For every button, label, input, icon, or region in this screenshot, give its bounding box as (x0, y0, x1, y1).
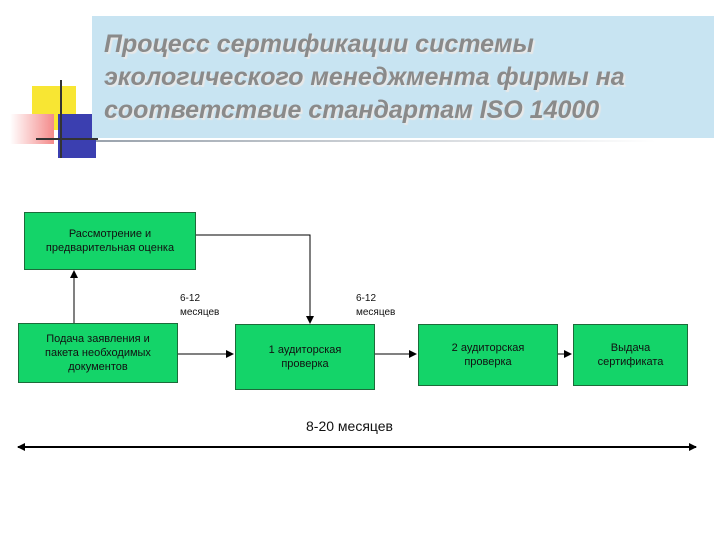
total-duration-label: 8-20 месяцев (306, 418, 393, 434)
duration-label-1: 6-12 месяцев (180, 292, 219, 320)
step-audit1-box: 1 аудиторская проверка (235, 324, 375, 390)
audit1-line-1: 1 аудиторская (268, 344, 342, 356)
duration-2-unit: месяцев (356, 307, 396, 318)
title-background (92, 16, 714, 138)
issue-line-2: сертификата (597, 356, 664, 368)
apply-line-1: Подача заявления и (46, 333, 150, 345)
slide-title: Процесс сертификации системы экологическ… (104, 28, 704, 127)
duration-1-unit: месяцев (180, 307, 220, 318)
duration-2-range: 6-12 (356, 293, 377, 304)
title-line-1: Процесс сертификации системы (104, 30, 534, 58)
apply-line-2: пакета необходимых (45, 347, 151, 359)
decor-horizontal-line (36, 138, 98, 140)
decor-vertical-line (60, 80, 62, 158)
title-line-3: соответствие стандартам ISO 14000 (104, 96, 600, 124)
apply-line-3: документов (68, 361, 128, 373)
audit1-line-2: проверка (281, 358, 329, 370)
audit2-line-2: проверка (464, 356, 512, 368)
step-apply-box: Подача заявления и пакета необходимых до… (18, 323, 178, 383)
review-line-2: предварительная оценка (45, 242, 175, 254)
step-review-box: Рассмотрение и предварительная оценка (24, 212, 196, 270)
arrow-review-to-audit1 (196, 234, 314, 324)
title-underline (96, 140, 656, 142)
decor-blue-square (58, 114, 96, 158)
step-issue-box: Выдача сертификата (573, 324, 688, 386)
review-line-1: Рассмотрение и (68, 228, 152, 240)
step-audit2-box: 2 аудиторская проверка (418, 324, 558, 386)
duration-1-range: 6-12 (180, 293, 201, 304)
duration-label-2: 6-12 месяцев (356, 292, 395, 320)
audit2-line-1: 2 аудиторская (451, 342, 525, 354)
title-line-2: экологического менеджмента фирмы на (104, 63, 625, 91)
issue-line-1: Выдача (610, 342, 651, 354)
